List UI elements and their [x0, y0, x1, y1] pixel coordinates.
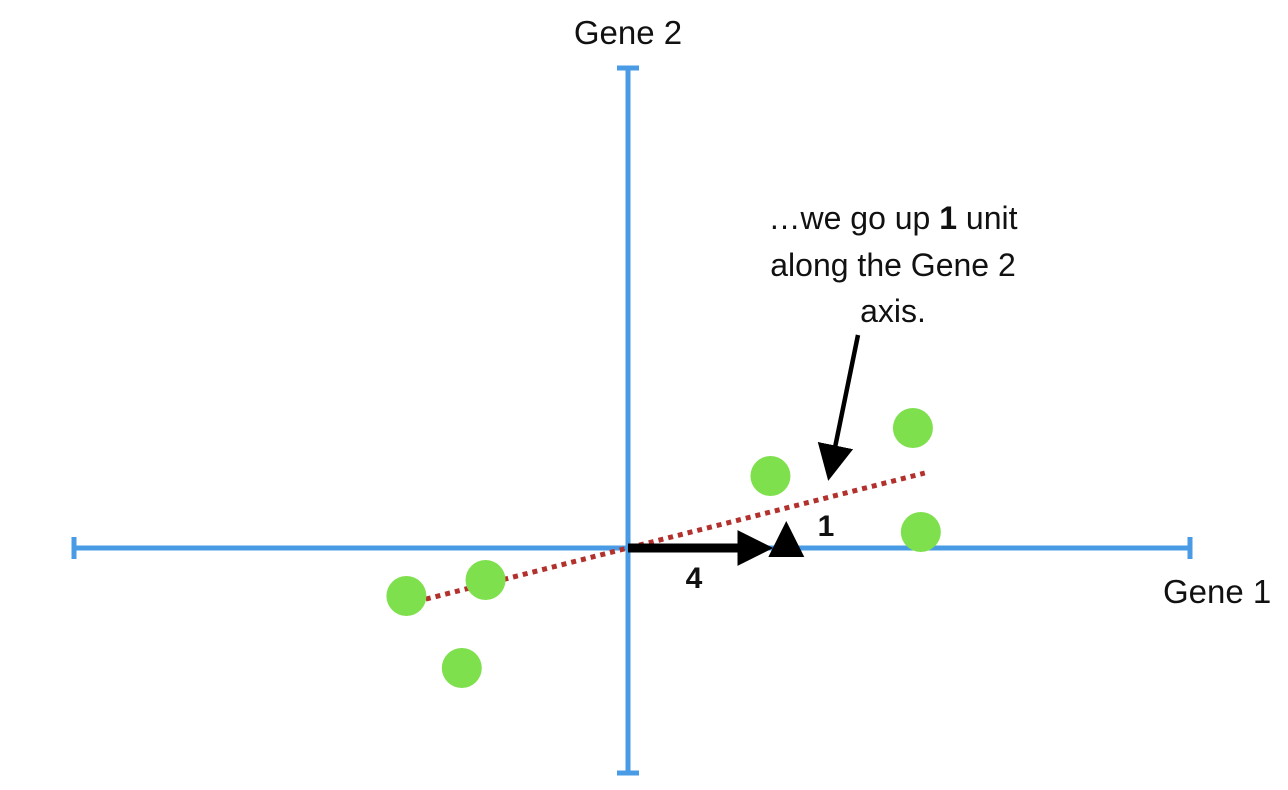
- data-point-3: [900, 512, 941, 552]
- annotation-line-3: axis.: [860, 293, 926, 329]
- annotation-line-2: along the Gene 2: [770, 247, 1016, 283]
- data-point-5: [465, 560, 506, 600]
- annotation-line-1: …we go up 1 unit: [768, 200, 1017, 236]
- annotation-bold-number: 1: [939, 200, 957, 236]
- run-label: 4: [686, 562, 703, 595]
- gene2-axis-label: Gene 2: [574, 14, 682, 51]
- annotation-prefix: …we go up: [768, 200, 939, 236]
- data-point-2: [750, 456, 791, 496]
- data-point-1: [892, 408, 933, 448]
- annotation-pointer-arrow: [817, 334, 861, 481]
- data-point-4: [386, 576, 427, 616]
- slope-vectors: [628, 521, 805, 566]
- data-points: [386, 408, 941, 688]
- gene1-axis-label: Gene 1: [1163, 573, 1271, 610]
- data-point-6: [441, 648, 482, 688]
- annotation: …we go up 1 unit along the Gene 2 axis.: [768, 200, 1018, 481]
- axes: [71, 65, 1193, 776]
- annotation-suffix: unit: [957, 200, 1018, 236]
- rise-label: 1: [818, 510, 835, 543]
